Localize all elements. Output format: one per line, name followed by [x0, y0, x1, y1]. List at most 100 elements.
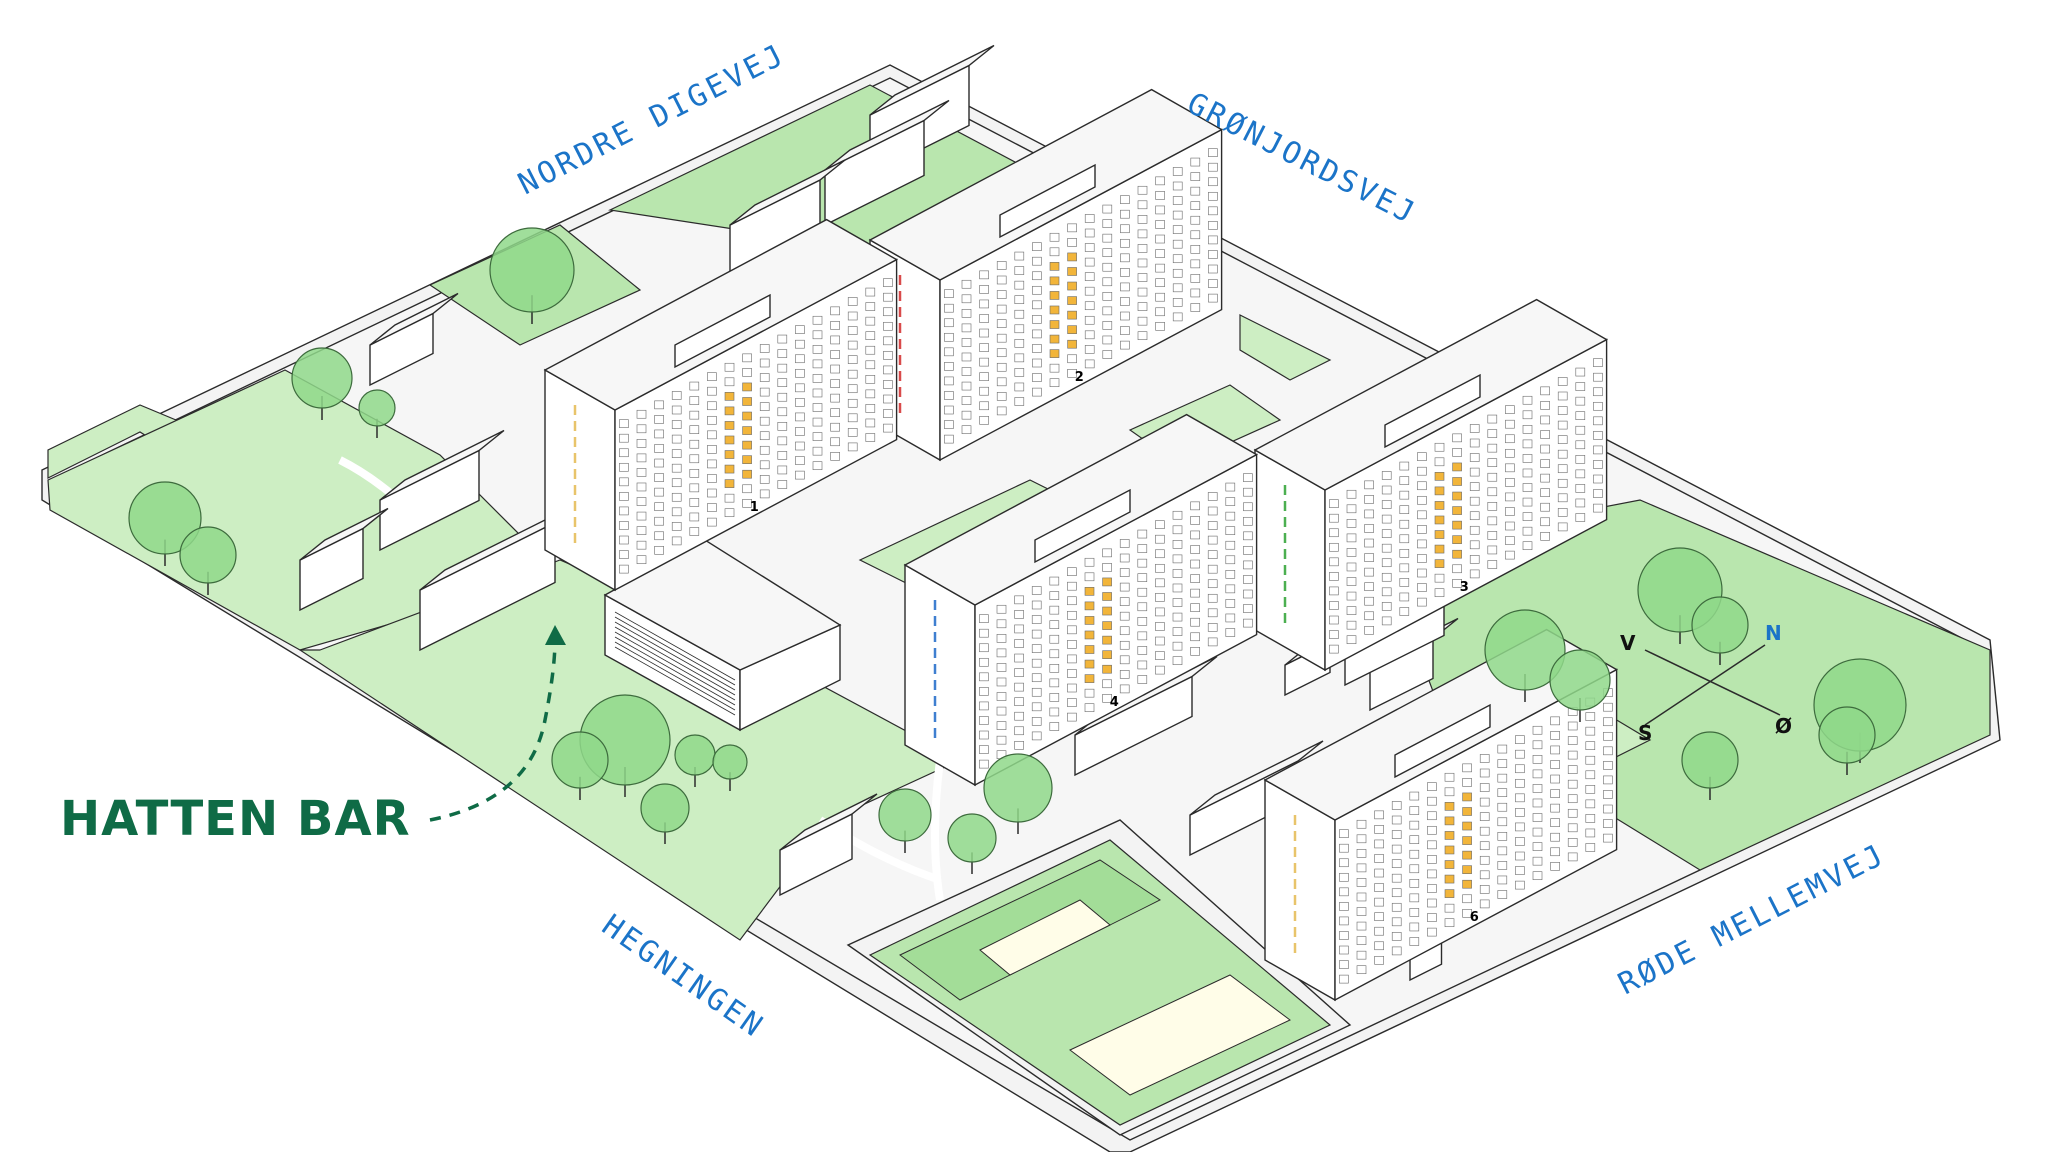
block-window — [1102, 563, 1112, 572]
block-window — [1479, 797, 1490, 807]
block-window — [1031, 731, 1042, 741]
block-window — [847, 369, 858, 379]
block-window — [1084, 257, 1095, 267]
block-window — [1487, 502, 1498, 511]
block-window — [1557, 377, 1568, 386]
block-window — [961, 309, 972, 318]
block-window — [1137, 617, 1148, 626]
block-window — [1399, 578, 1410, 587]
block-window — [1172, 239, 1183, 249]
hall-facade-line — [614, 631, 736, 701]
block-window — [1417, 597, 1427, 607]
block-window — [1452, 477, 1462, 486]
block-window — [1190, 588, 1200, 598]
block-window — [1084, 301, 1095, 311]
block-window — [979, 416, 989, 425]
block-window — [979, 716, 989, 725]
block-window — [636, 526, 647, 535]
block-window — [1014, 711, 1024, 721]
block-window — [812, 461, 823, 471]
block-window — [1417, 495, 1427, 505]
block-window — [1550, 760, 1560, 769]
block-window — [707, 474, 717, 483]
block-window — [1497, 802, 1508, 812]
block-window — [1417, 539, 1427, 549]
block-window — [961, 279, 972, 289]
block-window — [1444, 874, 1455, 884]
block-window — [812, 446, 823, 456]
block-window — [1243, 589, 1253, 599]
block-window — [1399, 607, 1410, 616]
block-window — [1585, 712, 1596, 721]
block-window — [1155, 205, 1165, 215]
block-window — [1067, 683, 1077, 693]
block-window — [707, 488, 717, 498]
block-window — [1469, 453, 1480, 462]
block-window — [1137, 185, 1148, 195]
roof-unit — [1034, 488, 1131, 564]
block-window — [847, 340, 858, 350]
block-window — [1049, 334, 1060, 344]
block-window — [1119, 582, 1130, 592]
block-window — [1049, 678, 1060, 688]
block-window — [1522, 410, 1533, 420]
apartment-block[interactable]: 4 — [903, 413, 1259, 787]
block-window — [1417, 481, 1427, 491]
block-window — [1155, 578, 1165, 588]
block-window — [742, 353, 752, 363]
apartment-block[interactable]: 1 — [543, 218, 899, 592]
block-window — [979, 401, 989, 411]
block-window — [1550, 818, 1560, 827]
block-window — [1207, 535, 1218, 545]
block-window — [742, 426, 752, 435]
block-window — [795, 441, 805, 451]
block-window — [1137, 244, 1148, 253]
apartment-block[interactable]: 3 — [1253, 298, 1609, 672]
block-window — [1391, 888, 1402, 898]
block-window — [654, 458, 664, 468]
poi-label-hatten-bar[interactable]: HATTEN BAR — [60, 791, 411, 847]
block-window — [742, 397, 752, 406]
block-window — [1102, 204, 1113, 214]
hall-facade-line — [614, 611, 736, 681]
block-window — [1567, 765, 1578, 774]
block-window — [1243, 575, 1253, 584]
block-window — [619, 492, 629, 501]
tree — [640, 783, 690, 844]
block-window — [1532, 769, 1543, 779]
block-window — [1120, 268, 1130, 277]
block-window — [1014, 382, 1025, 392]
block-window — [1067, 610, 1077, 620]
block-window — [1364, 524, 1374, 533]
block-window — [795, 398, 805, 407]
arrow-up-icon — [545, 625, 566, 645]
block-window — [1084, 272, 1095, 281]
block-window — [1505, 434, 1515, 444]
block-window — [1462, 763, 1472, 773]
block-window — [1243, 516, 1253, 526]
block-window — [689, 410, 700, 420]
block-window — [1497, 846, 1508, 856]
block-window — [689, 512, 700, 522]
green-strip-ne — [1239, 314, 1332, 381]
block-window — [1049, 605, 1060, 615]
block-window — [1585, 814, 1596, 823]
block-window — [759, 416, 770, 426]
block-window — [1137, 544, 1148, 553]
block-window — [1014, 682, 1024, 692]
block-window — [1049, 232, 1060, 242]
block-window — [777, 451, 788, 460]
block-window — [1084, 572, 1095, 582]
block-window — [1557, 522, 1568, 532]
block-window — [1444, 816, 1455, 826]
block-window — [1469, 424, 1480, 433]
block-window — [1208, 177, 1218, 187]
block-window — [1557, 391, 1568, 401]
block-window — [1067, 223, 1077, 233]
block-window — [1505, 448, 1515, 458]
block-window — [830, 422, 840, 432]
block-window — [1084, 345, 1095, 354]
block-window — [1067, 267, 1077, 276]
block-window — [812, 359, 823, 369]
